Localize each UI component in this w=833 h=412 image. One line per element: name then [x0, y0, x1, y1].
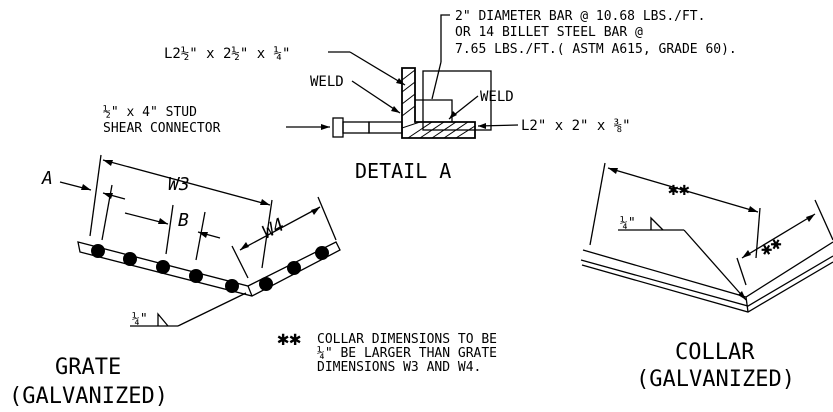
weld-left-label: WELD	[310, 74, 344, 90]
stud-body	[368, 121, 403, 134]
collar: ✱✱ ✱✱ ¼" COLLAR (GALVANIZED)	[580, 162, 833, 392]
detail-a-title: DETAIL A	[355, 159, 451, 183]
grate-bar	[225, 279, 239, 293]
w4-arrow-right	[311, 207, 320, 215]
grate-bar	[189, 269, 203, 283]
grate-weld-fillet	[157, 312, 169, 327]
collar-top-edge	[582, 241, 833, 298]
grate-bar	[91, 244, 105, 258]
grate-weld-size: ¼"	[132, 312, 148, 327]
weld-right-label: WELD	[480, 89, 514, 105]
collar-bottom-edge	[580, 255, 833, 307]
stud-head	[332, 117, 344, 138]
ext-line-b1	[165, 204, 174, 255]
ext-line-w4b	[231, 245, 249, 279]
detail-a: 2" DIAMETER BAR @ 10.68 LBS./FT. OR 14 B…	[103, 9, 737, 183]
note-symbol: ✱✱	[277, 326, 301, 350]
bar-note-line3: 7.65 LBS./FT.( ASTM A615, GRADE 60).	[455, 42, 737, 57]
grate-title-line2: (GALVANIZED)	[9, 384, 168, 409]
collar-weld-fillet	[650, 216, 664, 231]
collar-dim-top	[607, 167, 759, 213]
note-line2: ¼" BE LARGER THAN GRATE	[317, 346, 497, 361]
collar-dim-top-label: ✱✱	[668, 179, 690, 200]
ext-line-w4a	[317, 196, 337, 241]
ext-line-a1	[89, 154, 102, 237]
ext-line-b2	[195, 211, 206, 261]
collar-weld-leader	[683, 229, 747, 301]
angle-large	[401, 67, 476, 139]
w3-arrow-right	[260, 199, 270, 205]
b-arrow-right	[198, 232, 208, 238]
collar-ext-apex	[736, 257, 747, 286]
bar-note-line2: OR 14 BILLET STEEL BAR @	[455, 25, 643, 40]
dim-line-w4	[239, 206, 321, 251]
bar-note-line1: 2" DIAMETER BAR @ 10.68 LBS./FT.	[455, 9, 705, 24]
grate-title-line1: GRATE	[55, 355, 121, 380]
collar-dim-right-arrow-r	[806, 214, 815, 222]
collar-weld-arrow	[738, 291, 746, 300]
stud-label-line1: ½" x 4" STUD	[103, 105, 197, 120]
bar-note-leader	[440, 14, 450, 62]
collar-title-line2: (GALVANIZED)	[636, 367, 795, 392]
grate-weld-leader	[177, 292, 247, 327]
collar-bottom-edge2	[581, 261, 833, 313]
grate-bar	[123, 252, 137, 266]
angle-small	[415, 99, 453, 122]
grate-bar	[287, 261, 301, 275]
grate-bar	[315, 246, 329, 260]
angle-small-label: L2" x 2" x ⅜"	[521, 118, 631, 134]
weld-left-leader	[351, 80, 401, 114]
stud-shank	[342, 121, 370, 134]
note-line3: DIMENSIONS W3 AND W4.	[317, 360, 481, 375]
grate-apex-line	[247, 285, 253, 297]
dim-b-label: B	[178, 210, 189, 231]
collar-ext-mid	[755, 207, 761, 259]
weld-left-arrow	[391, 106, 400, 113]
angle-large-leader	[349, 51, 406, 86]
collar-apex	[745, 296, 749, 313]
collar-dim-right	[741, 213, 816, 259]
dim-a-label: A	[41, 168, 53, 189]
b-arrow-left	[158, 218, 168, 224]
ext-line-w3	[261, 199, 273, 269]
w4-arrow-left	[240, 242, 249, 250]
collar-weld-size: ¼"	[620, 216, 636, 231]
stud-arrow	[321, 124, 330, 130]
angle-large-label: L2½" x 2½" x ¼"	[164, 46, 290, 62]
a-arrow2	[103, 193, 113, 199]
bar-leader	[431, 61, 442, 100]
note-line1: COLLAR DIMENSIONS TO BE	[317, 332, 497, 347]
weld-right-arrow	[449, 111, 457, 119]
grate-bars	[91, 244, 329, 293]
collar-ext-left	[589, 162, 606, 246]
angle-large-arrow	[396, 78, 405, 85]
dim-line-w3	[102, 159, 271, 206]
collar-note: ✱✱ COLLAR DIMENSIONS TO BE ¼" BE LARGER …	[277, 326, 497, 375]
grate: W3 A B W4 ¼" GRATE (GALVANIZED)	[9, 154, 341, 409]
a-arrow	[81, 184, 91, 190]
stud-label-line2: SHEAR CONNECTOR	[103, 121, 221, 136]
collar-dim-right-arrow-l	[742, 250, 751, 258]
collar-title-line1: COLLAR	[675, 340, 755, 365]
dim-w3-label: W3	[168, 174, 190, 195]
collar-dim-top-arrow-l	[608, 168, 618, 174]
collar-ext-right	[814, 199, 833, 241]
angle-hatching	[401, 69, 476, 139]
collar-dim-top-arrow-r	[748, 206, 758, 212]
collar-dim-right-label: ✱✱	[757, 232, 786, 261]
angle-small-arrow	[478, 123, 486, 129]
w3-arrow-left	[103, 160, 113, 166]
grate-bar	[156, 260, 170, 274]
dim-w4-label: W4	[259, 214, 288, 243]
grate-bar	[259, 277, 273, 291]
